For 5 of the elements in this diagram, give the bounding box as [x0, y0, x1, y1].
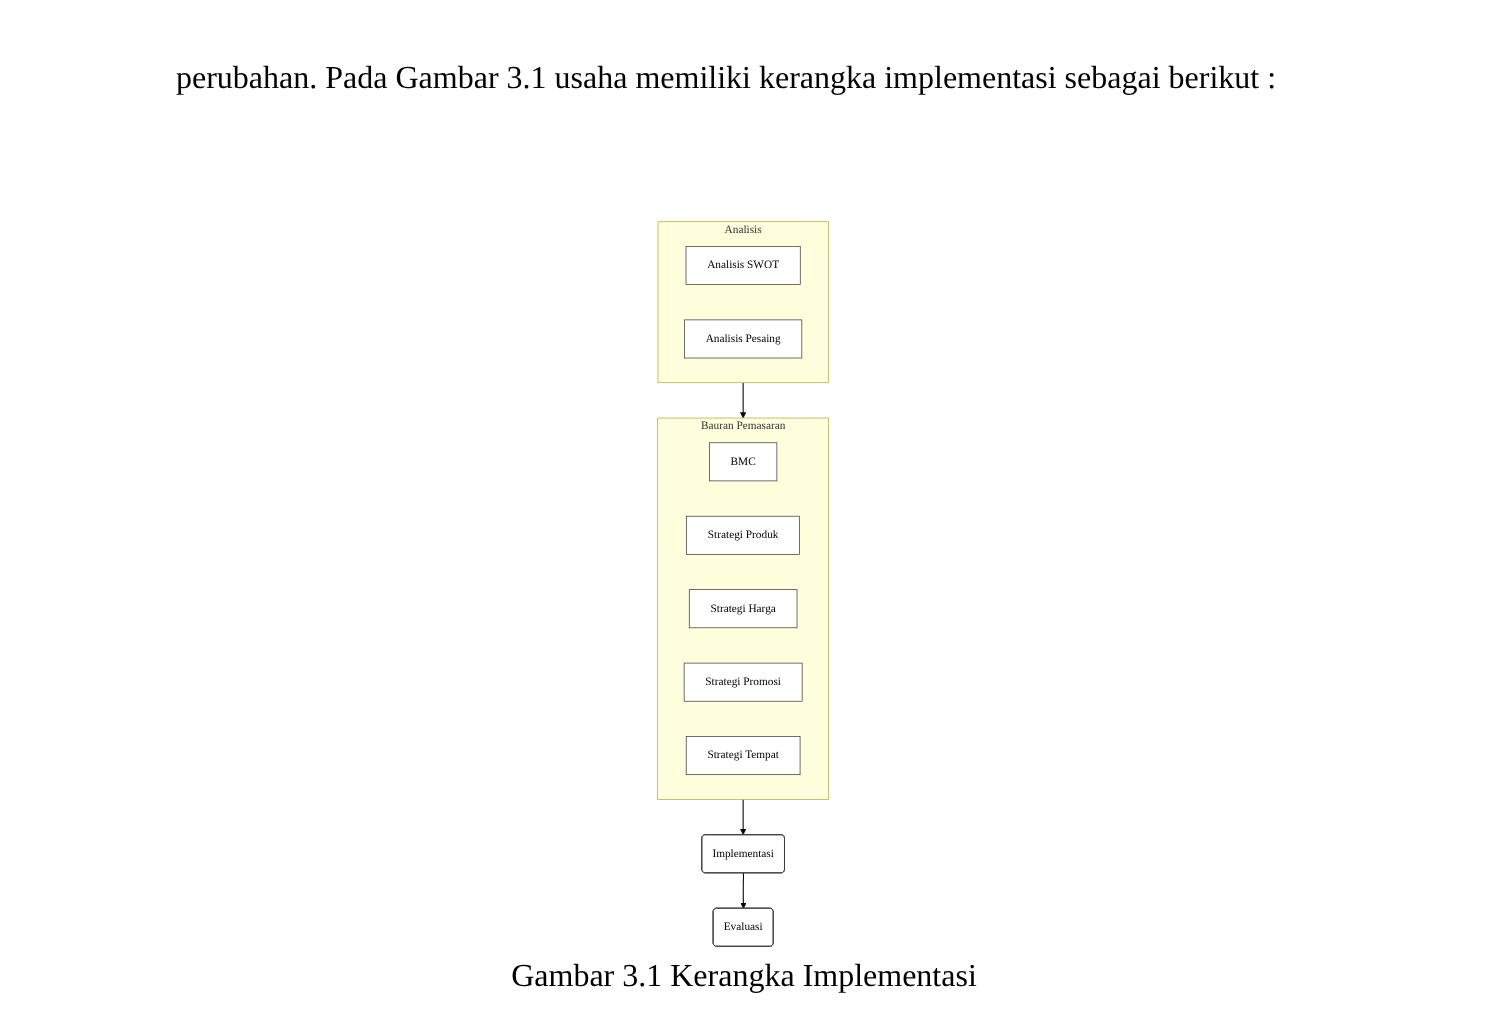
- arrow: [741, 872, 748, 909]
- arrow: [740, 798, 748, 835]
- arrow: [740, 382, 748, 419]
- paragraph: perubahan. Pada Gambar 3.1 usaha memiliki kerangka implementasi sebagai berikut :: [176, 60, 1279, 100]
- figure-caption: Gambar 3.1 Kerangka Implementasi: [509, 960, 979, 996]
